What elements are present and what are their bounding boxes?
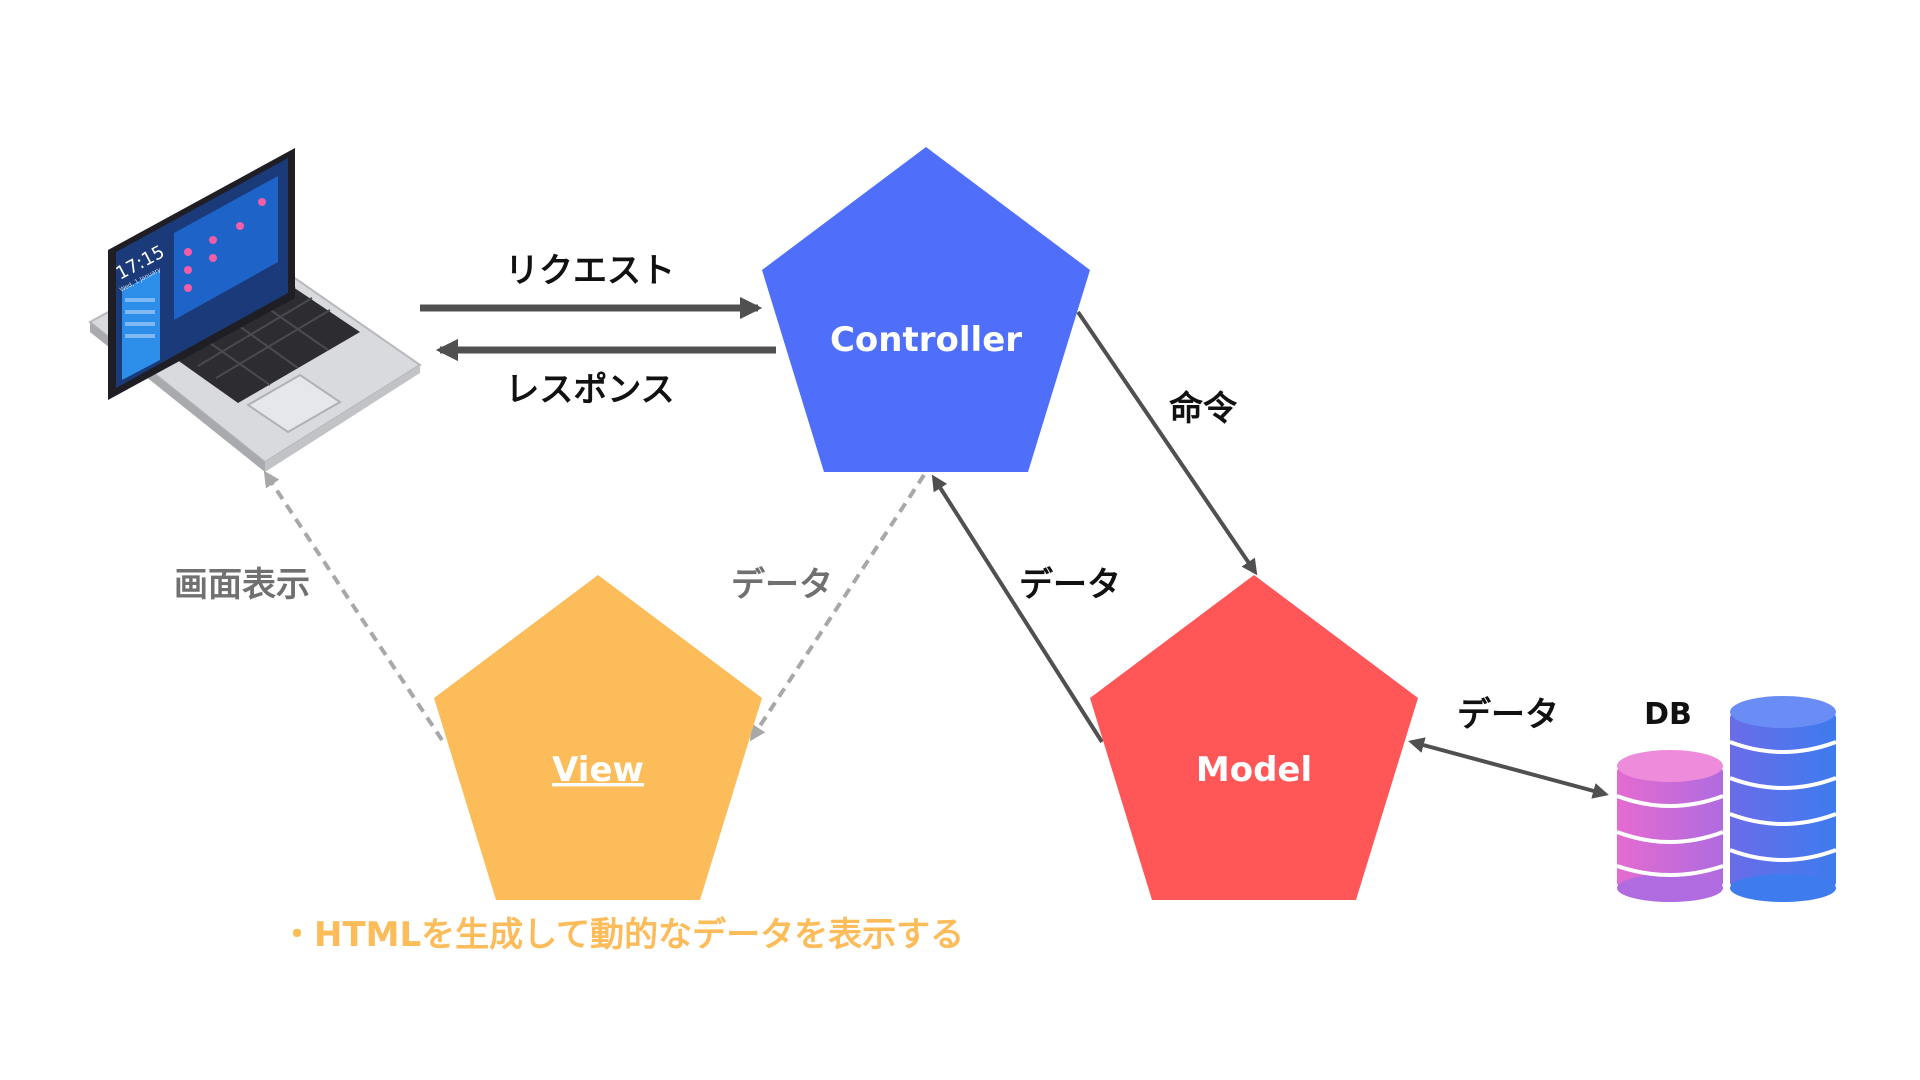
- request-label: リクエスト: [505, 251, 675, 291]
- model-db-arrow: [1408, 737, 1609, 799]
- command-arrow: [1076, 310, 1258, 576]
- view-note: ・HTMLを生成して動的なデータを表示する: [280, 915, 964, 955]
- response-label: レスポンス: [505, 370, 674, 410]
- view-to-client-arrow: [263, 470, 444, 742]
- view-label: View: [552, 750, 644, 790]
- model-db-label: データ: [1457, 695, 1559, 735]
- database-icon: [1616, 696, 1837, 902]
- model-pentagon: [1090, 575, 1418, 900]
- model-to-controller-arrow: [931, 474, 1104, 744]
- model-to-controller-label: データ: [1019, 565, 1121, 605]
- controller-label: Controller: [830, 320, 1022, 360]
- command-label: 命令: [1169, 389, 1238, 429]
- db-label: DB: [1644, 697, 1692, 732]
- view-pentagon: [434, 575, 762, 900]
- model-label: Model: [1196, 750, 1312, 790]
- controller-to-view-label: データ: [731, 565, 833, 605]
- view-to-client-label: 画面表示: [174, 565, 310, 605]
- laptop-illustration: 17:15 Wed, 1 January: [88, 148, 422, 472]
- controller-to-view-arrow: [749, 473, 926, 742]
- controller-pentagon: [762, 147, 1090, 472]
